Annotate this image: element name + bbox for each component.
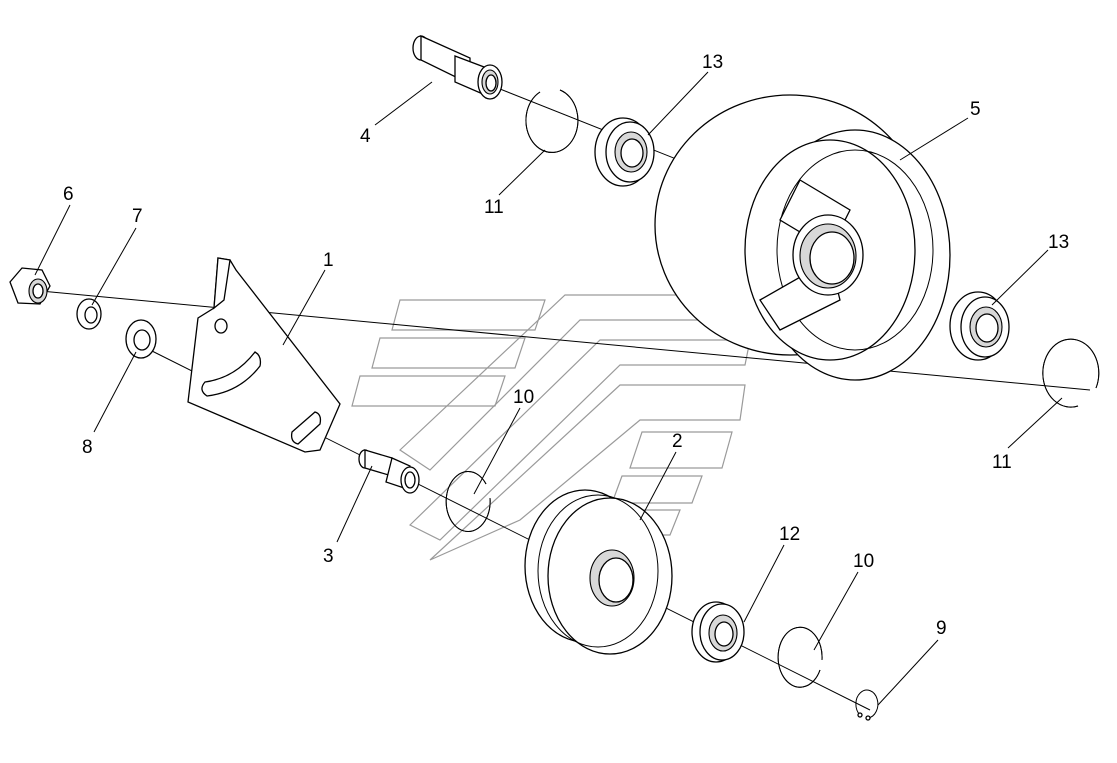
- label-part-11-upper: 11: [484, 197, 504, 218]
- large-pulley-part-5: [654, 94, 951, 381]
- circlip-part-9: [855, 689, 879, 721]
- label-part-10-lower: 10: [853, 551, 874, 572]
- bracket-plate-part-1: [187, 257, 341, 453]
- label-part-6: 6: [63, 184, 74, 205]
- bearing-part-13-right: [949, 291, 1010, 361]
- bearing-part-13-upper: [594, 117, 655, 187]
- label-part-13-right: 13: [1048, 232, 1069, 253]
- snap-ring-part-10-upper: [445, 471, 491, 533]
- watermark-logo: [351, 294, 751, 561]
- flat-washer-part-8: [125, 319, 157, 359]
- label-part-11-right: 11: [992, 452, 1012, 473]
- label-part-5: 5: [970, 99, 981, 120]
- label-part-4: 4: [360, 126, 371, 147]
- snap-ring-part-11-right: [1042, 338, 1100, 408]
- label-part-10-upper: 10: [513, 387, 534, 408]
- part-labels: 4 11 13 5 13 11 6 7 8 1 3 10 2 12 10 9: [63, 52, 1069, 639]
- label-part-13-upper: 13: [702, 52, 723, 73]
- label-part-3: 3: [323, 546, 334, 567]
- bearing-part-12: [691, 601, 745, 663]
- label-part-12: 12: [779, 524, 800, 545]
- label-part-1: 1: [323, 250, 334, 271]
- label-part-8: 8: [82, 437, 93, 458]
- label-part-2: 2: [672, 431, 683, 452]
- label-part-7: 7: [132, 206, 143, 227]
- spring-washer-part-7: [76, 298, 102, 330]
- pin-part-4: [412, 34, 503, 100]
- small-pulley-part-2: [524, 489, 673, 655]
- hex-nut-part-6: [9, 267, 51, 305]
- snap-ring-part-10-lower: [777, 626, 823, 688]
- axle-part-3: [358, 449, 420, 494]
- snap-ring-part-11-upper: [525, 89, 579, 153]
- leader-lines: [34, 71, 1063, 706]
- label-part-9: 9: [936, 618, 947, 639]
